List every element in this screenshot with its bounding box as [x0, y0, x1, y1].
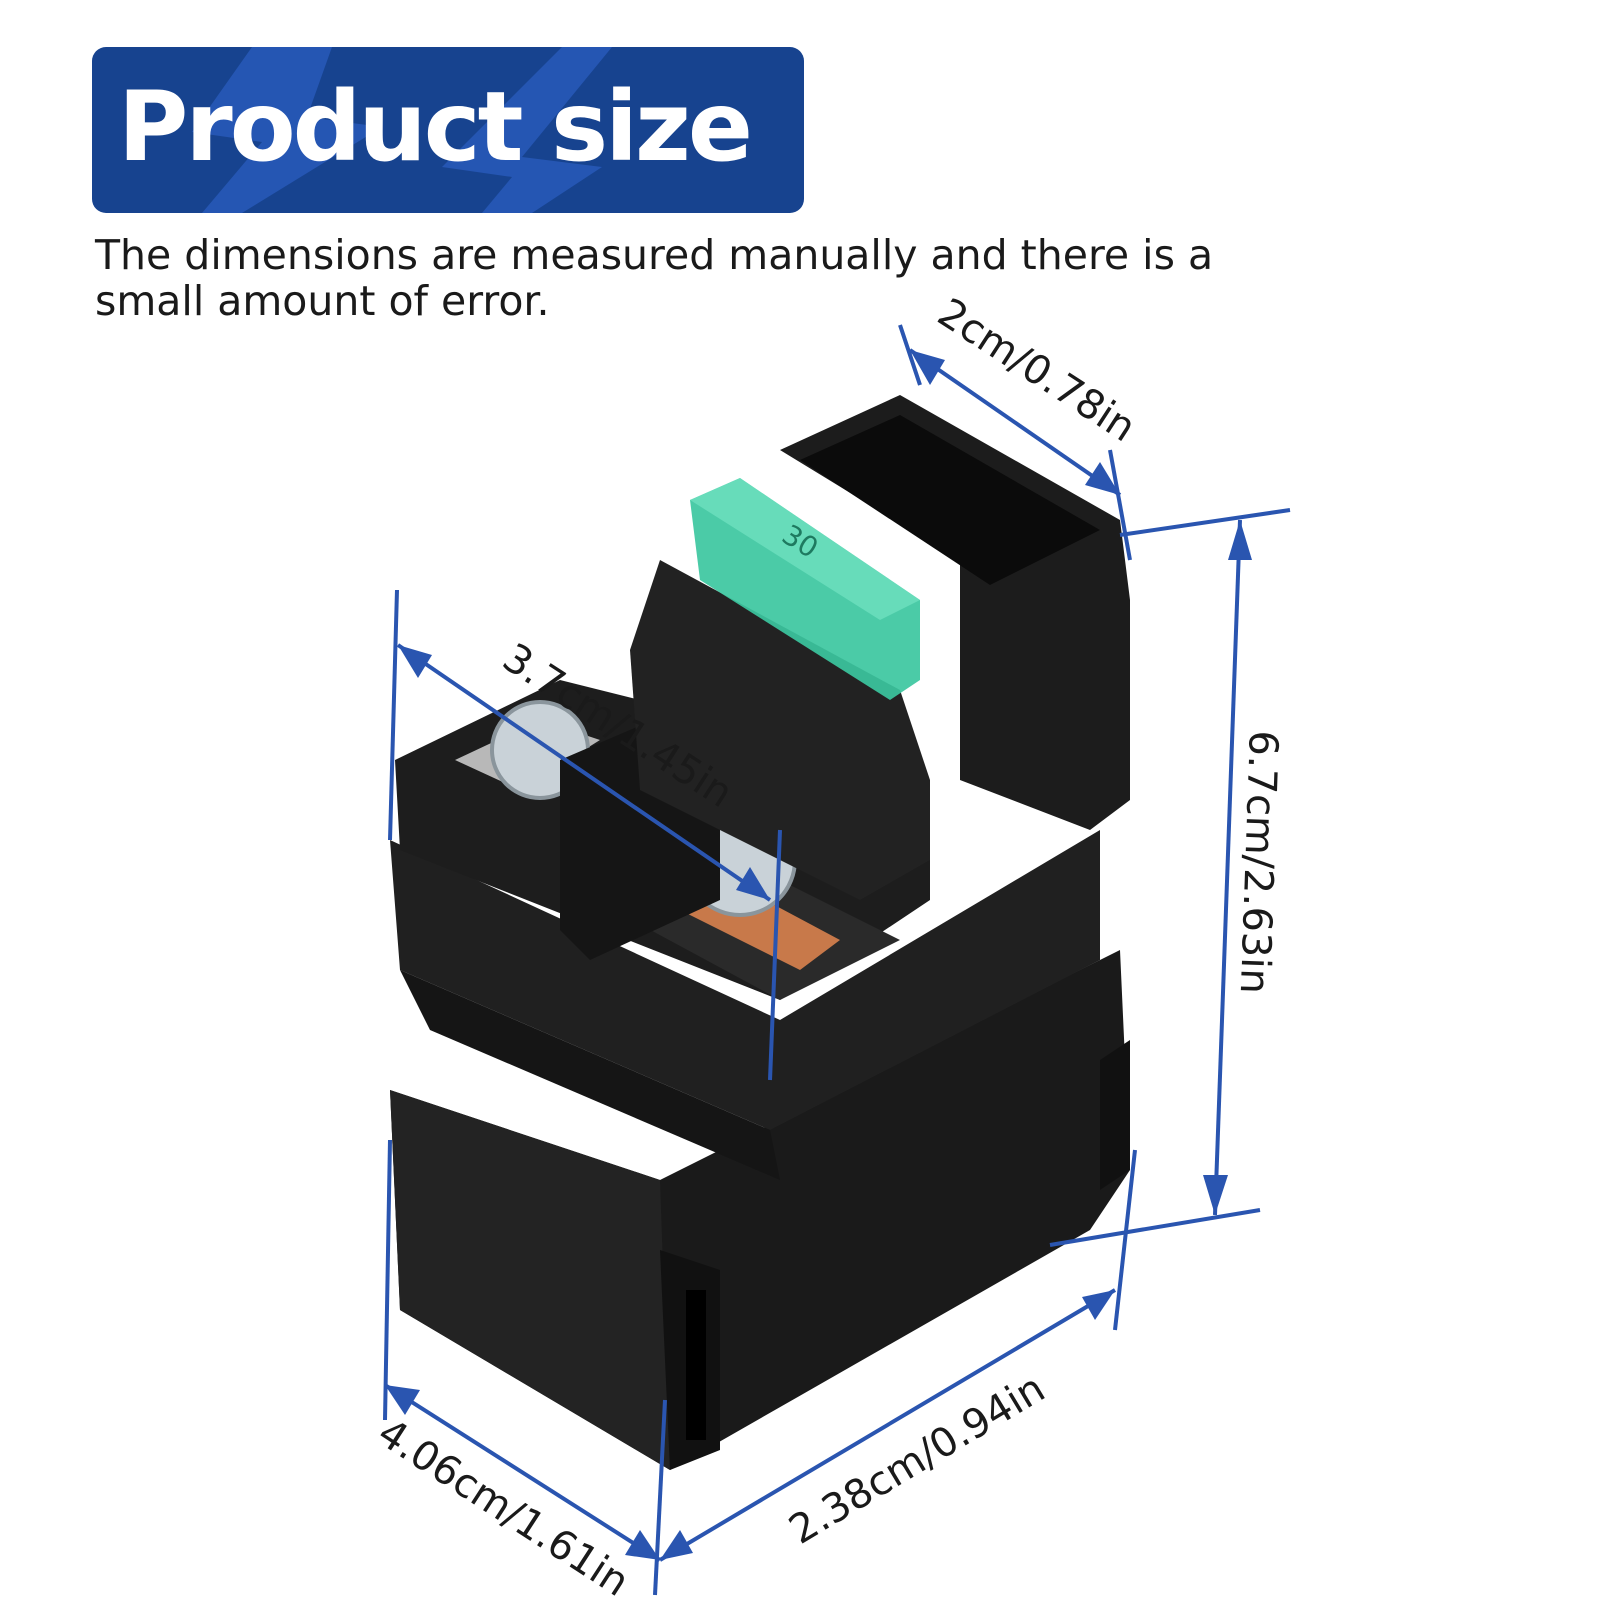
height-line [1213, 519, 1242, 1216]
top-width-label: 2cm/0.78in [930, 290, 1144, 451]
measurement-note: The dimensions are measured manually and… [95, 231, 1214, 325]
lightning-bolt-decoration [192, 47, 612, 213]
title-banner: Product size [92, 47, 804, 213]
relay-product-image: 30 [390, 395, 1130, 1470]
base-length-label: 4.06cm/1.61in [370, 1410, 637, 1601]
dimension-arrowheads [385, 350, 1252, 1560]
dimension-lines [383, 324, 1291, 1596]
base-width-line [658, 1288, 1117, 1562]
top-width-line [908, 348, 1122, 497]
height-label: 6.7cm/2.63in [1231, 730, 1286, 995]
base-width-label: 2.38cm/0.94in [781, 1365, 1052, 1553]
page-title: Product size [118, 71, 753, 183]
top-depth-line [396, 643, 772, 902]
base-length-line [383, 1383, 662, 1562]
